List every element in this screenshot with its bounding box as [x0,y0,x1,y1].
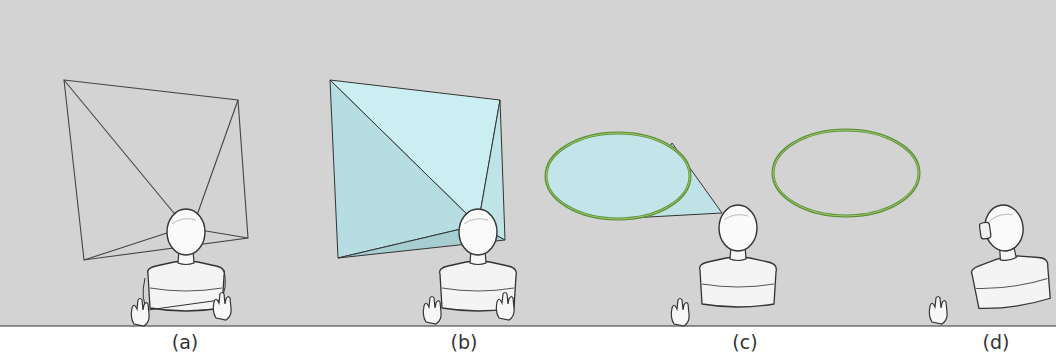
ellipse-cone [546,133,722,219]
user-figure [700,205,777,307]
panel-label: (c) [732,333,757,352]
panel-label: (b) [451,333,478,352]
ellipse-outline [773,130,919,216]
frustum-wire [64,80,248,260]
user-figure [963,200,1053,312]
panel-label: (a) [172,333,198,352]
user-figure [148,209,225,311]
panel-label: (d) [983,333,1010,352]
